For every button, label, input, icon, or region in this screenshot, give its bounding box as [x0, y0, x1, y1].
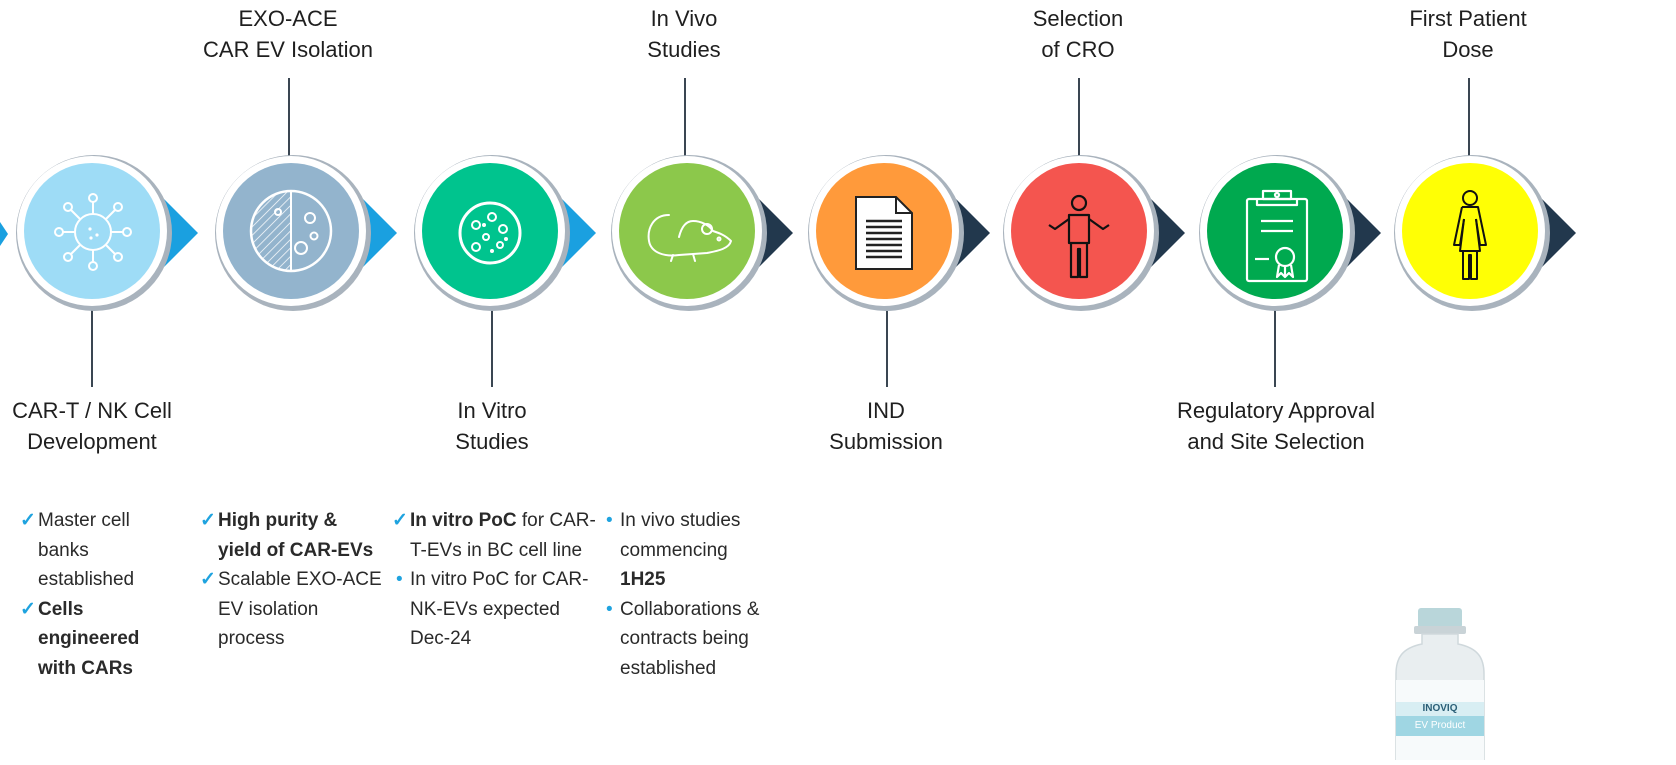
milestone-label-exo-ace: EXO-ACE CAR EV Isolation	[203, 6, 373, 62]
stage-in-vitro	[404, 143, 600, 323]
mouse-icon	[647, 214, 732, 262]
stage-first-patient-dose	[1384, 143, 1580, 323]
person-shrug-icon	[1048, 194, 1110, 279]
notes-in-vivo: • In vivo studies commencing 1H25 • Coll…	[604, 506, 774, 683]
virus-cell-icon	[54, 193, 132, 271]
milestone-label-cro-selection: Selection of CRO	[1032, 6, 1124, 62]
stage-in-vivo	[601, 143, 797, 323]
connector-line	[684, 78, 686, 162]
petri-dish-icon	[249, 189, 333, 273]
checkmark-icon: ✓	[20, 598, 36, 620]
stage-cell-development	[6, 143, 202, 323]
bullet-icon: •	[606, 510, 613, 531]
list-item: ✓ High purity & yield of CAR-EVs	[200, 506, 382, 565]
product-vial-image: INOVIQ EV Product	[1388, 604, 1492, 761]
milestone-label-ind: IND Submission	[829, 398, 943, 454]
notes-exo-ace: ✓ High purity & yield of CAR-EVs ✓ Scala…	[200, 506, 382, 654]
notes-in-vitro: ✓ In vitro PoC for CAR-T-EVs in BC cell …	[392, 506, 604, 654]
vial-label: EV Product	[1414, 720, 1466, 731]
connector-line	[1468, 78, 1470, 162]
connector-line	[91, 307, 93, 387]
bullet-icon: •	[606, 598, 613, 620]
milestone-label-in-vivo: In Vivo Studies	[647, 6, 721, 62]
list-item: • In vitro PoC for CAR-NK-EVs expected D…	[394, 565, 604, 654]
patient-icon	[1453, 190, 1487, 280]
stage-ind-submission	[798, 143, 994, 323]
connector-line	[1078, 78, 1080, 162]
milestone-label-cell-development: CAR-T / NK Cell Development	[12, 398, 172, 454]
connector-line	[886, 307, 888, 387]
stage-exo-ace	[205, 143, 401, 323]
stage-cro-selection	[993, 143, 1189, 323]
connector-line	[1274, 307, 1276, 387]
edge-arrow	[0, 222, 8, 246]
checkmark-icon: ✓	[392, 510, 408, 531]
bullet-icon: •	[396, 569, 403, 590]
clipboard-certificate-icon	[1245, 189, 1309, 283]
milestone-label-regulatory: Regulatory Approval and Site Selection	[1176, 398, 1376, 454]
notes-cell-development: ✓ Master cell banks established ✓ Cells …	[20, 506, 172, 684]
connector-line	[491, 307, 493, 387]
milestone-label-in-vitro: In Vitro Studies	[455, 398, 529, 454]
list-item: ✓ Cells engineered with CARs	[20, 595, 172, 684]
checkmark-icon: ✓	[200, 510, 216, 531]
document-icon	[855, 196, 913, 270]
checkmark-icon: ✓	[20, 510, 36, 531]
list-item: ✓ Master cell banks established	[20, 506, 172, 595]
stage-regulatory-approval	[1189, 143, 1385, 323]
vial-brand: INOVIQ	[1422, 703, 1458, 714]
connector-line	[288, 78, 290, 162]
list-item: ✓ In vitro PoC for CAR-T-EVs in BC cell …	[392, 506, 604, 565]
cell-culture-icon	[458, 201, 522, 265]
milestone-label-first-dose: First Patient Dose	[1409, 6, 1527, 62]
list-item: ✓ Scalable EXO-ACE EV isolation process	[200, 565, 382, 654]
checkmark-icon: ✓	[200, 569, 216, 590]
list-item: • In vivo studies commencing 1H25	[604, 506, 774, 595]
list-item: • Collaborations & contracts being estab…	[604, 595, 774, 684]
